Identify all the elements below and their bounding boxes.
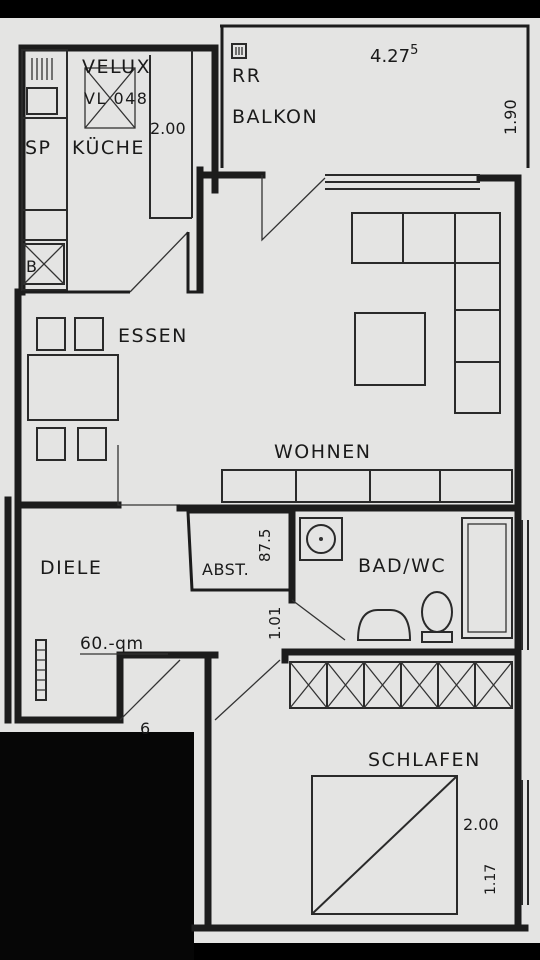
- dim-kueche-width: 2.00: [150, 119, 186, 138]
- label-sp: SP: [25, 137, 52, 159]
- dim-schlafen-width: 2.00: [463, 815, 499, 834]
- room-label-diele: DIELE: [40, 557, 102, 579]
- living-furniture: [221, 212, 513, 503]
- dim-schlafen-depth: 1.17: [483, 864, 499, 895]
- room-label-essen: ESSEN: [118, 325, 188, 347]
- room-label-balkon: BALKON: [232, 106, 318, 128]
- dim-abst-height: 87.5: [256, 529, 274, 562]
- radiator: [35, 639, 47, 701]
- bedroom-furniture: [289, 661, 513, 915]
- kitchen: [21, 49, 200, 294]
- interior-walls: [14, 445, 522, 724]
- dining-table: [27, 317, 119, 461]
- rr-symbol: [231, 43, 247, 59]
- label-velux: VELUX: [82, 56, 151, 78]
- label-area: 60.-qm: [80, 634, 144, 654]
- dim-bad-door: 1.01: [266, 607, 284, 640]
- room-label-wohnen: WOHNEN: [274, 441, 371, 463]
- dim-diele-mark: 6: [140, 719, 150, 738]
- dim-balkon-width: 4.275: [370, 43, 418, 67]
- room-label-abst: ABST.: [202, 560, 249, 579]
- outer-walls: [4, 44, 529, 932]
- balcony: [220, 24, 530, 242]
- bathroom-fixtures: [299, 517, 513, 643]
- dim-balkon-depth: 1.90: [501, 99, 520, 135]
- room-label-kueche: KÜCHE: [72, 136, 145, 159]
- room-label-bad: BAD/WC: [358, 555, 446, 577]
- windows: [521, 520, 529, 905]
- redacted-corner: [0, 732, 194, 960]
- label-velux-model: VL 048: [84, 89, 148, 108]
- label-rr: RR: [232, 65, 261, 87]
- room-label-schlafen: SCHLAFEN: [368, 749, 481, 771]
- label-b: B: [26, 257, 38, 276]
